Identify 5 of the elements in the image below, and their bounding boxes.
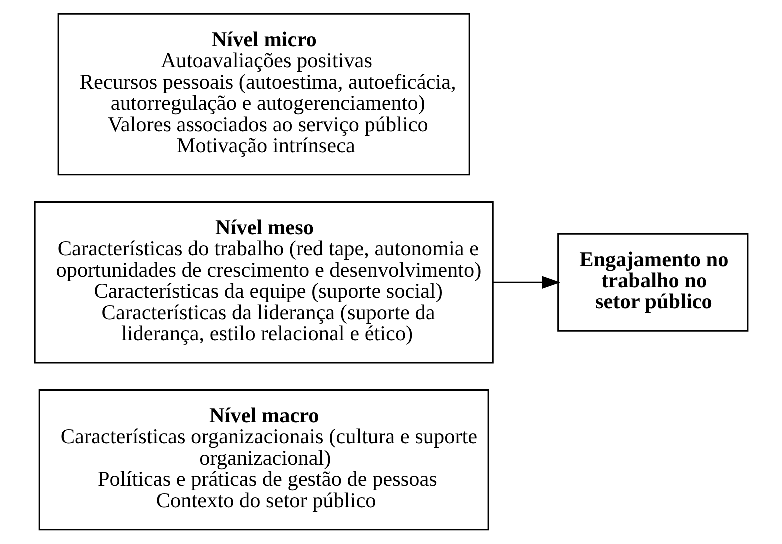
- node-box: Engajamento no trabalho no setor público: [557, 233, 748, 332]
- node-box: Nível micro Autoavaliações positivas Recursos pessoais (autoestima, autoeficácia, autorregulação e autogerenciamento) Valores associados ao serviço público Motivação intrínseca: [57, 13, 470, 176]
- arrow: [493, 276, 560, 289]
- node-box: Nível meso Características do trabalho (red tape, autonomia e oportunidades de crescimento e desenvolvimento) Características da equipe (suporte social) Características da liderança (suporte da liderança, estilo relacional e ético): [34, 201, 494, 364]
- node-box: Nível macro Características organizacionais (cultura e suporte organizacional) Políticas e práticas de gestão de pessoas Contexto do setor público: [38, 390, 489, 531]
